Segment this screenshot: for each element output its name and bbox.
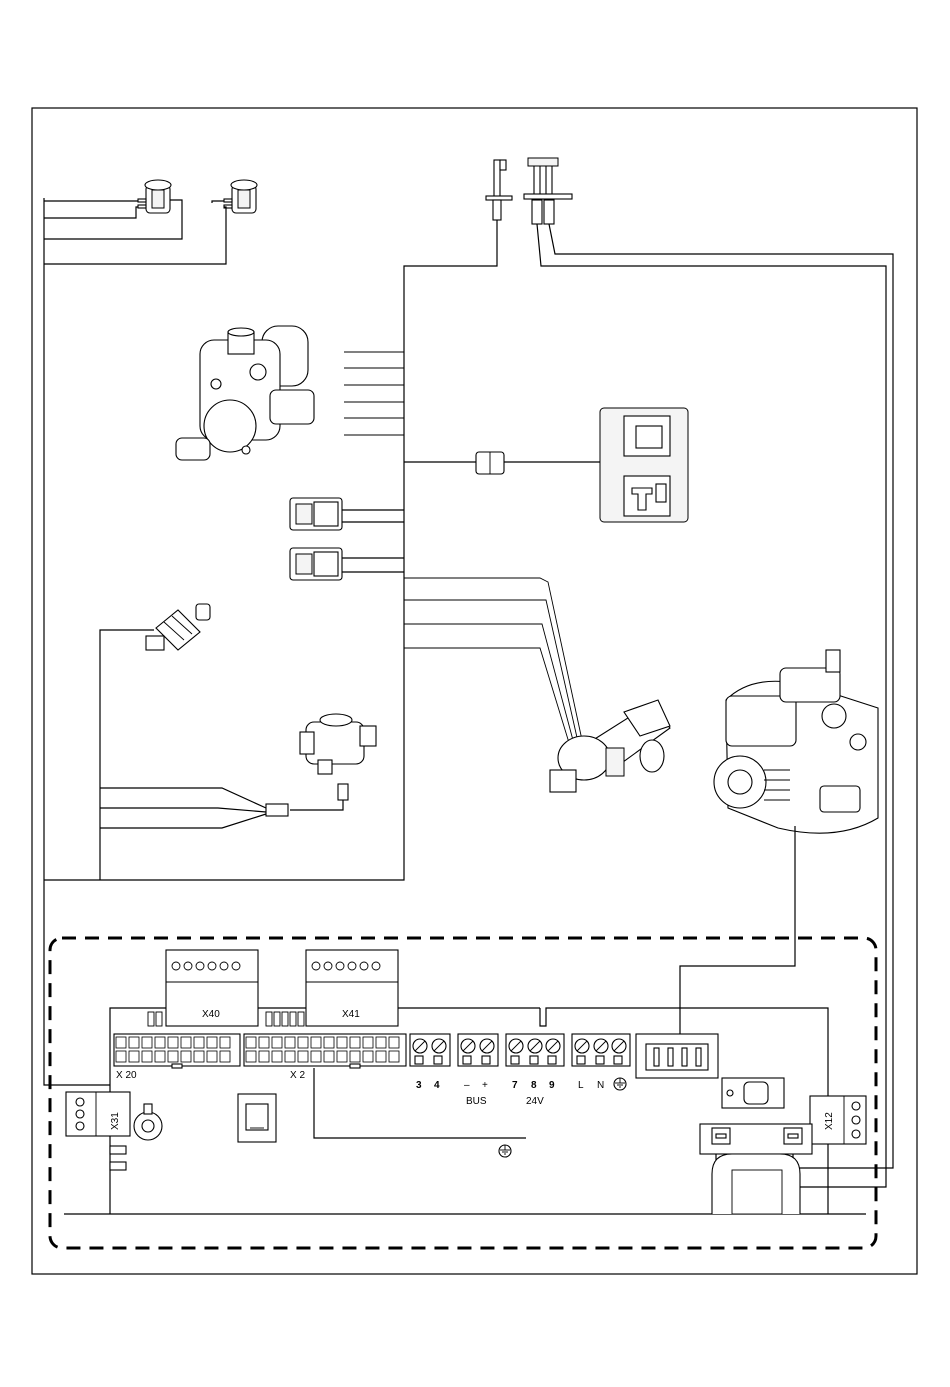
- header-pin: [350, 1051, 360, 1062]
- x20-label: X 20: [116, 1070, 137, 1081]
- x2-header: X 2: [244, 1034, 406, 1081]
- gas-valve-wires: [344, 352, 404, 435]
- header-pin: [298, 1051, 308, 1062]
- header-pin: [155, 1037, 165, 1048]
- header-pin: [142, 1051, 152, 1062]
- header-pin: [272, 1051, 282, 1062]
- header-pin: [207, 1037, 217, 1048]
- header-pin: [259, 1051, 269, 1062]
- header-pin: [181, 1051, 191, 1062]
- terminal-bus-minus: –: [464, 1080, 470, 1091]
- terminal-3: 3: [416, 1080, 422, 1091]
- diagnostic-socket-icon: [238, 1094, 276, 1142]
- ignition-transformer-icon: [700, 1124, 812, 1214]
- fuse-icon: [110, 1146, 126, 1170]
- x40-label: X40: [202, 1009, 220, 1020]
- header-pin: [168, 1051, 178, 1062]
- transformer-plug-icon: [600, 408, 688, 522]
- 24v-label: 24V: [526, 1096, 544, 1107]
- header-pin: [259, 1037, 269, 1048]
- header-pin: [363, 1037, 373, 1048]
- pump-connector: [636, 1034, 718, 1078]
- header-pin: [220, 1051, 230, 1062]
- x12-label: X12: [824, 1112, 835, 1130]
- terminal-9: 9: [549, 1080, 555, 1091]
- header-pin: [220, 1037, 230, 1048]
- header-pin: [155, 1051, 165, 1062]
- water-pressure-sensor-icon: [100, 604, 210, 880]
- ntc-sensor-icon: [224, 180, 257, 213]
- fan-connector-icon: [404, 452, 600, 474]
- terminal-7: 7: [512, 1080, 518, 1091]
- bus-label: BUS: [466, 1096, 487, 1107]
- terminal-bus-plus: +: [482, 1080, 488, 1091]
- header-pin: [246, 1037, 256, 1048]
- header-pin: [116, 1037, 126, 1048]
- connector-plug-icon: [290, 498, 404, 530]
- header-pin: [311, 1051, 321, 1062]
- pump-speed-knob-icon: [134, 1104, 162, 1140]
- x40-connector: X40: [166, 950, 258, 1026]
- ground-icon: [614, 1078, 626, 1090]
- x41-label: X41: [342, 1009, 360, 1020]
- header-pin: [324, 1037, 334, 1048]
- x31-connector: X31: [66, 1092, 130, 1136]
- header-pin: [376, 1037, 386, 1048]
- x41-connector: X41: [306, 950, 398, 1026]
- ground-icon: [499, 1145, 511, 1157]
- flow-sensor-icon: [100, 714, 376, 828]
- terminal-block-bus: – + BUS: [458, 1034, 498, 1107]
- x12-connector: X12: [810, 1096, 866, 1144]
- header-pin: [298, 1037, 308, 1048]
- diverter-valve-icon: [550, 700, 670, 792]
- terminal-N: N: [597, 1080, 604, 1091]
- header-pin: [285, 1051, 295, 1062]
- x2-label: X 2: [290, 1070, 305, 1081]
- connector-plug-icon: [290, 548, 404, 580]
- terminal-L: L: [578, 1080, 584, 1091]
- header-pin: [168, 1037, 178, 1048]
- header-pin: [389, 1051, 399, 1062]
- header-pin: [389, 1037, 399, 1048]
- x20-header: X 20: [114, 1034, 240, 1081]
- header-pin: [350, 1037, 360, 1048]
- header-pin: [142, 1037, 152, 1048]
- terminal-4: 4: [434, 1080, 440, 1091]
- gas-valve-icon: [176, 326, 314, 460]
- header-pin: [324, 1051, 334, 1062]
- terminal-8: 8: [531, 1080, 537, 1091]
- header-pin: [285, 1037, 295, 1048]
- header-pin: [207, 1051, 217, 1062]
- terminal-block-mains: L N: [572, 1034, 630, 1091]
- pump-icon: [680, 650, 878, 1034]
- reset-button-icon: [722, 1078, 784, 1108]
- diverter-valve-wires: [404, 578, 582, 746]
- ignition-electrode-icon: [486, 160, 512, 220]
- header-pin: [246, 1051, 256, 1062]
- header-pin: [363, 1051, 373, 1062]
- header-pin: [311, 1037, 321, 1048]
- header-pin: [272, 1037, 282, 1048]
- ntc-sensor-icon: [138, 180, 171, 213]
- header-pin: [337, 1051, 347, 1062]
- header-pin: [181, 1037, 191, 1048]
- header-pin: [337, 1037, 347, 1048]
- terminal-block-24v: 7 8 9 24V: [506, 1034, 564, 1107]
- x31-label: X31: [110, 1112, 121, 1130]
- ignition-electrode-icon: [524, 158, 572, 224]
- header-pin: [376, 1051, 386, 1062]
- header-pin: [129, 1051, 139, 1062]
- terminal-block-3-4: 3 4: [410, 1034, 450, 1091]
- header-pin: [194, 1051, 204, 1062]
- header-pin: [194, 1037, 204, 1048]
- header-pin: [116, 1051, 126, 1062]
- header-pin: [129, 1037, 139, 1048]
